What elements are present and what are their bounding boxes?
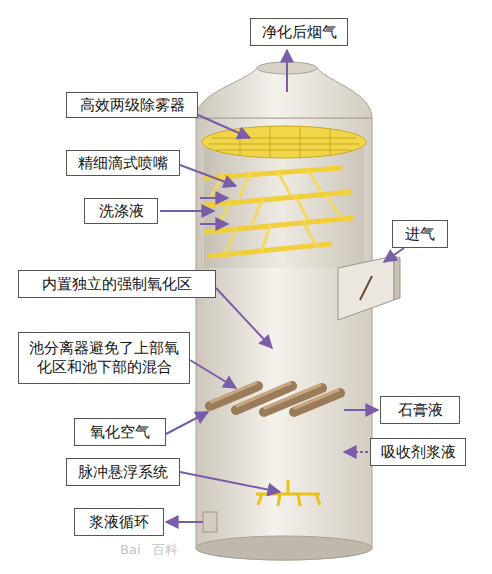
nozzle [326,195,340,216]
suspension-nozzle [316,494,320,505]
callout-box: 浆液循环 [74,508,164,536]
callout-text-group: 洗涤液 [99,202,144,221]
callout-text-group: 内置独立的强制氧化区 [42,275,192,294]
suspension-nozzle [258,494,262,505]
callout-label: 吸收剂浆液 [381,443,456,462]
callout-text-group: 进气 [405,225,435,244]
callout-box: 吸收剂浆液 [370,438,466,466]
nozzle [252,200,262,224]
demister-line [208,144,360,145]
spray-nozzles [212,170,340,252]
demister [202,126,366,158]
callout-label: 净化后烟气 [262,23,337,42]
callout-text-group: 吸收剂浆液 [381,443,456,462]
callout-box: 洗涤液 [84,198,158,224]
nozzle [262,226,270,250]
inflow-arrow [200,223,228,225]
watermark: Bai [120,542,141,557]
tube-highlight [265,385,320,408]
separator-highlight [211,383,338,408]
callout-label: 精细滴式喷嘴 [78,154,168,173]
callout-box: 净化后烟气 [250,18,348,46]
callout-box: 精细滴式喷嘴 [66,150,180,176]
leader-line [180,165,236,186]
cutaway-interior [204,140,364,268]
callout-text-group: 氧化空气 [90,423,150,442]
callout-box: 池分离器避免了上部氧化区和池下部的混合 [18,332,190,384]
nozzle [308,170,320,190]
watermark: 百科 [152,542,178,557]
demister-line [330,129,331,156]
leader-line [198,115,250,138]
callout-box: 石膏液 [380,396,460,424]
callout-text-group: 浆液循环 [89,513,149,532]
callout-label: 石膏液 [398,401,443,420]
callout-label: 浆液循环 [89,513,149,532]
tower-shell [196,118,372,560]
tower-dome [196,68,372,118]
demister-line [216,150,352,151]
callout-box: 进气 [392,220,448,248]
callout-box: 高效两级除雾器 [66,92,198,118]
leader-line [216,288,272,348]
demister-line [212,138,356,139]
callout-label: 池分离器避免了上部氧化区和池下部的混合 [24,339,184,377]
separator-tube [294,393,340,412]
callout-text-group: 脉冲悬浮系统 [78,463,168,482]
nozzle [240,174,250,196]
outflow-arrow [166,521,203,523]
tower-base [196,536,372,560]
inflow-arrow [384,248,404,262]
nozzle [218,203,230,226]
callout-text-group: 净化后烟气 [262,23,337,42]
tube-highlight [295,390,338,408]
callout-box: 内置独立的强制氧化区 [18,270,216,298]
recirculation-nozzle [203,512,217,532]
inlet-baffle [360,276,372,300]
demister-grid [208,127,360,158]
callout-text-group: 高效两级除雾器 [80,96,185,115]
nozzle [226,229,236,252]
spray-headers [206,168,352,256]
nozzle [296,197,308,220]
leader-line [180,472,280,492]
suspension-nozzle [298,494,300,506]
callout-label: 进气 [405,225,435,244]
gas-inlet-duct [338,256,394,320]
callout-label: 氧化空气 [90,423,150,442]
callout-text-group: 石膏液 [398,401,443,420]
inflow-arrow [160,210,214,212]
callout-text-group: 池分离器避免了上部氧化区和池下部的混合 [24,339,184,377]
leader-line [190,360,236,388]
inflow-arrow [166,412,208,434]
callout-label: 内置独立的强制氧化区 [42,275,192,294]
demister-line [300,127,301,158]
callout-box: 脉冲悬浮系统 [66,458,180,486]
callout-label: 高效两级除雾器 [80,96,185,115]
callout-text-group: 精细滴式喷嘴 [78,154,168,173]
callout-label: 洗涤液 [99,202,144,221]
inflow-arrow [200,197,228,199]
spray-pipe [206,168,340,178]
demister-line [270,127,271,158]
suspension-nozzle [278,494,280,506]
nozzle [304,223,316,246]
outflow-arrow [344,409,378,411]
suspension-riser [287,480,290,494]
outlet-arrow [286,50,288,92]
tube-highlight [237,383,290,406]
callout-label: 脉冲悬浮系统 [78,463,168,482]
callout-box: 氧化空气 [74,418,166,446]
gas-inlet-side [394,256,400,300]
nozzle [278,172,290,194]
pulse-suspension [256,480,320,506]
inflow-arrow [344,451,368,453]
